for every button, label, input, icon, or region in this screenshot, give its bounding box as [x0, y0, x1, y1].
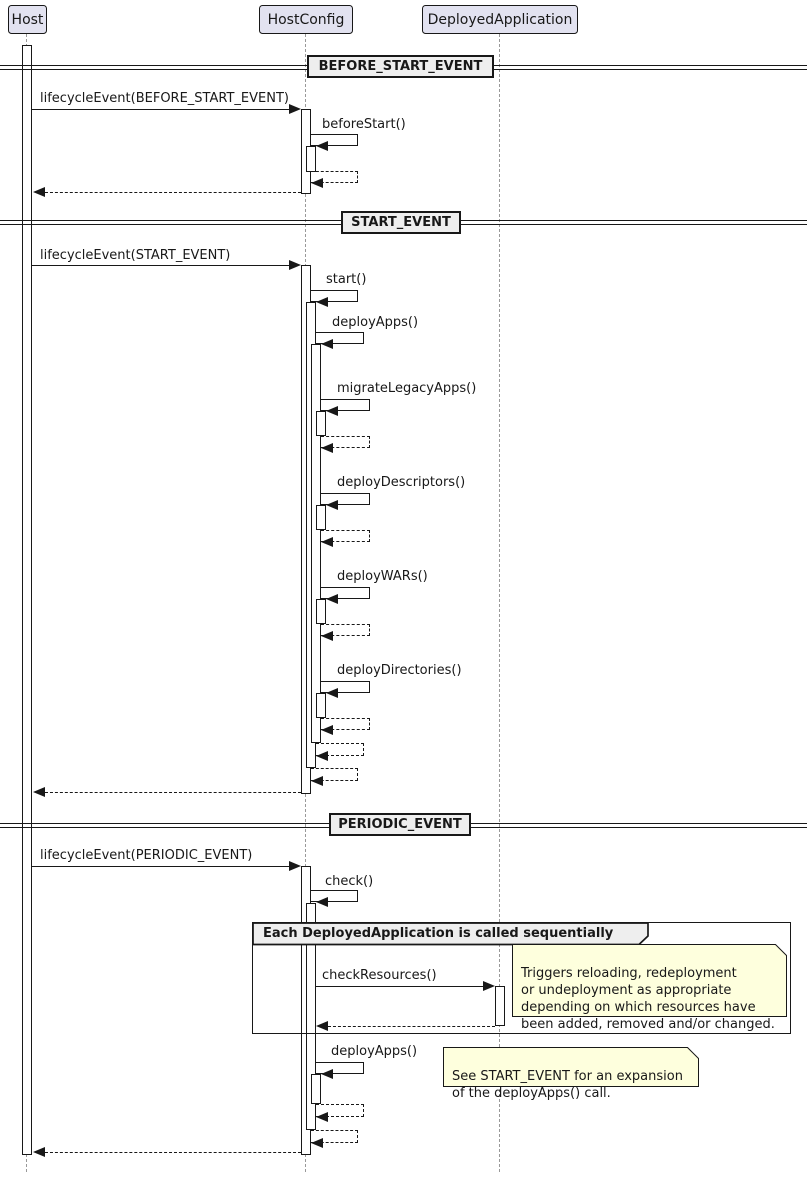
- self-call-arrowhead: [326, 594, 338, 604]
- activation-migratelegacyapps: [316, 411, 326, 436]
- divider-start-event: START_EVENT: [341, 211, 461, 234]
- message-label-deploydescriptors: deployDescriptors(): [337, 475, 466, 490]
- group-title: Each DeployedApplication is called seque…: [263, 926, 614, 941]
- self-return-arrowhead: [316, 1112, 328, 1122]
- self-call-deploywars: [321, 587, 370, 599]
- return-line-checkresources: [328, 1026, 495, 1027]
- self-call-arrowhead: [316, 141, 328, 151]
- self-return-arrowhead: [321, 631, 333, 641]
- call-line-lifecycle-before-start: [32, 109, 289, 110]
- self-call-deploydescriptors: [321, 493, 370, 505]
- self-return: [321, 718, 370, 730]
- self-return-arrowhead: [321, 443, 333, 453]
- note-fold-icon: [775, 944, 787, 956]
- self-return-arrowhead: [311, 1138, 323, 1148]
- self-call-beforestart: [311, 134, 358, 146]
- self-call-deployapps-periodic: [316, 1062, 364, 1074]
- message-label-deployapps: deployApps(): [332, 315, 419, 330]
- message-label-start: start(): [326, 272, 367, 287]
- group-header-shape: [252, 922, 649, 946]
- self-call-deployapps: [316, 332, 364, 344]
- self-return-check: [311, 1130, 358, 1143]
- return-line-to-host: [45, 1152, 301, 1153]
- activation-host: [22, 45, 32, 1155]
- message-label-beforestart: beforeStart(): [322, 117, 406, 132]
- activation-deploywars: [316, 599, 326, 624]
- divider-periodic-event: PERIODIC_EVENT: [329, 813, 471, 836]
- message-label-deploywars: deployWARs(): [337, 569, 428, 584]
- self-call-start: [311, 290, 358, 302]
- self-call-arrowhead: [316, 897, 328, 907]
- note-text: See START_EVENT for an expansion of the …: [452, 1069, 683, 1101]
- self-return: [316, 1104, 364, 1117]
- note-check-resources: Triggers reloading, redeployment or unde…: [512, 944, 787, 1032]
- activation-deployapps-periodic: [311, 1074, 321, 1104]
- activation-deploydescriptors: [316, 505, 326, 530]
- call-line-lifecycle-periodic: [32, 866, 289, 867]
- self-return: [321, 436, 370, 448]
- message-label-deployapps-periodic: deployApps(): [331, 1044, 418, 1059]
- note-deploy-apps: See START_EVENT for an expansion of the …: [443, 1047, 699, 1101]
- message-label-lifecycle-periodic: lifecycleEvent(PERIODIC_EVENT): [40, 848, 253, 863]
- return-arrowhead: [33, 187, 45, 197]
- self-return-beforestart: [311, 171, 358, 183]
- return-line-to-host: [45, 792, 301, 793]
- call-arrowhead: [289, 260, 301, 270]
- self-call-arrowhead: [321, 339, 333, 349]
- activation-deploydirectories: [316, 693, 326, 718]
- message-label-lifecycle-start: lifecycleEvent(START_EVENT): [40, 248, 231, 263]
- message-label-deploydirectories: deployDirectories(): [337, 663, 462, 678]
- call-line-checkresources: [316, 986, 484, 987]
- return-arrowhead: [33, 787, 45, 797]
- self-call-arrowhead: [326, 688, 338, 698]
- call-arrowhead: [289, 104, 301, 114]
- self-call-deploydirectories: [321, 681, 370, 693]
- self-return-arrowhead: [321, 537, 333, 547]
- participant-deployedapplication: DeployedApplication: [422, 5, 578, 34]
- message-label-check: check(): [325, 874, 374, 889]
- self-return-arrowhead: [321, 725, 333, 735]
- lifeline-deployedapplication: [499, 34, 500, 1172]
- self-call-arrowhead: [326, 500, 338, 510]
- self-return-arrowhead: [311, 178, 323, 188]
- return-arrowhead: [316, 1021, 328, 1031]
- activation-deployapps: [311, 344, 321, 743]
- divider-before-start-event: BEFORE_START_EVENT: [307, 55, 494, 78]
- activation-check: [306, 903, 316, 1130]
- self-call-arrowhead: [316, 297, 328, 307]
- call-arrowhead: [289, 861, 301, 871]
- participant-host: Host: [8, 5, 47, 34]
- activation-deployedapplication: [495, 986, 505, 1026]
- note-fold-icon: [687, 1047, 699, 1059]
- call-arrowhead: [483, 981, 495, 991]
- message-label-lifecycle-before-start: lifecycleEvent(BEFORE_START_EVENT): [40, 91, 289, 106]
- call-line-lifecycle-start: [32, 265, 289, 266]
- note-text: Triggers reloading, redeployment or unde…: [521, 966, 775, 1032]
- message-label-migratelegacyapps: migrateLegacyApps(): [337, 381, 477, 396]
- self-call-arrowhead: [326, 406, 338, 416]
- group-header: [252, 922, 649, 946]
- self-return: [321, 530, 370, 542]
- self-call-check: [311, 890, 358, 902]
- self-return-deployapps: [316, 743, 364, 756]
- self-return-start: [311, 768, 358, 781]
- self-call-arrowhead: [321, 1069, 333, 1079]
- return-line-to-host: [45, 192, 301, 193]
- self-return: [321, 624, 370, 636]
- self-return-arrowhead: [311, 776, 323, 786]
- message-label-checkresources: checkResources(): [322, 968, 437, 983]
- self-return-arrowhead: [316, 751, 328, 761]
- return-arrowhead: [33, 1147, 45, 1157]
- participant-hostconfig: HostConfig: [259, 5, 353, 34]
- self-call-migratelegacyapps: [321, 399, 370, 411]
- activation-beforestart: [306, 146, 316, 172]
